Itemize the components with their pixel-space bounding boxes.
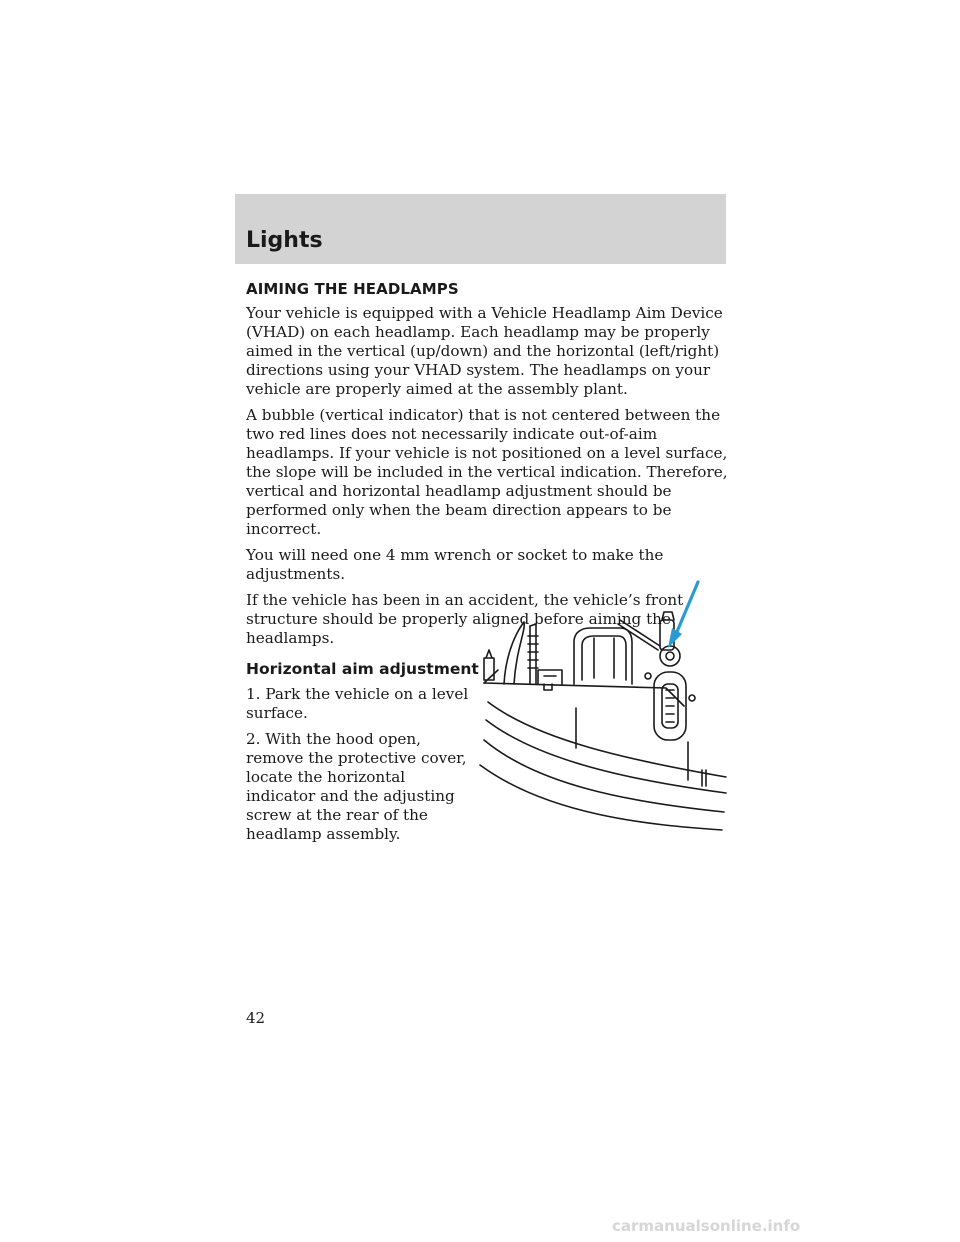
- section-title: Lights: [246, 228, 323, 253]
- pointer-arrow-head: [668, 628, 682, 648]
- section-header-band: [235, 194, 726, 264]
- paragraph: Your vehicle is equipped with a Vehicle …: [246, 304, 723, 398]
- pointer-arrow-shaft: [674, 580, 700, 636]
- step-item: 1. Park the vehicle on a level surface.: [246, 685, 469, 722]
- page-number: 42: [246, 1009, 266, 1027]
- svg-text:carmanualsonline.info: carmanualsonline.info: [612, 1217, 800, 1235]
- step-item: 2. With the hood open, remove the protec…: [246, 730, 467, 843]
- headlamp-assembly-illustration: [479, 580, 727, 831]
- article-heading: AIMING THE HEADLAMPS: [246, 280, 459, 298]
- article-content: AIMING THE HEADLAMPS Your vehicle is equ…: [246, 280, 732, 851]
- paragraph: A bubble (vertical indicator) that is no…: [246, 406, 728, 538]
- paragraph: If the vehicle has been in an accident, …: [246, 591, 684, 647]
- subheading: Horizontal aim adjustment: [246, 660, 479, 678]
- watermark-logo: carmanualsonline.info: [612, 1217, 800, 1235]
- paragraph: You will need one 4 mm wrench or socket …: [246, 546, 664, 583]
- steps-list: 1. Park the vehicle on a level surface. …: [246, 685, 474, 844]
